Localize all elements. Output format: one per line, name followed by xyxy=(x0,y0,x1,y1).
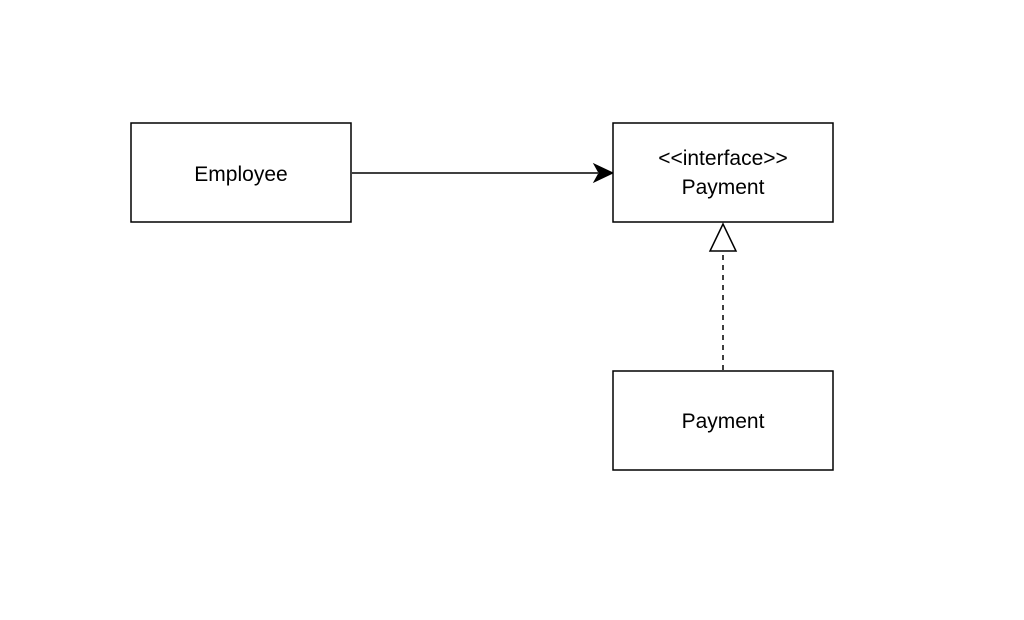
edge-payment-realizes-interface[interactable] xyxy=(708,222,738,370)
realization-hollow-triangle xyxy=(708,222,738,252)
node-employee-box xyxy=(130,122,352,223)
node-employee[interactable]: Employee xyxy=(130,122,352,223)
node-payment-class-label: Payment xyxy=(682,410,765,433)
node-payment-class-box xyxy=(612,370,834,471)
edge-employee-to-payment[interactable] xyxy=(352,162,615,184)
node-employee-label: Employee xyxy=(194,163,287,186)
association-arrowhead xyxy=(592,162,615,184)
node-payment-interface-name: Payment xyxy=(682,176,765,199)
node-payment-class[interactable]: Payment xyxy=(612,370,834,471)
node-payment-interface-stereotype: <<interface>> xyxy=(658,147,788,170)
node-payment-interface-box xyxy=(612,122,834,223)
node-payment-interface[interactable]: <<interface>> Payment xyxy=(612,122,834,223)
